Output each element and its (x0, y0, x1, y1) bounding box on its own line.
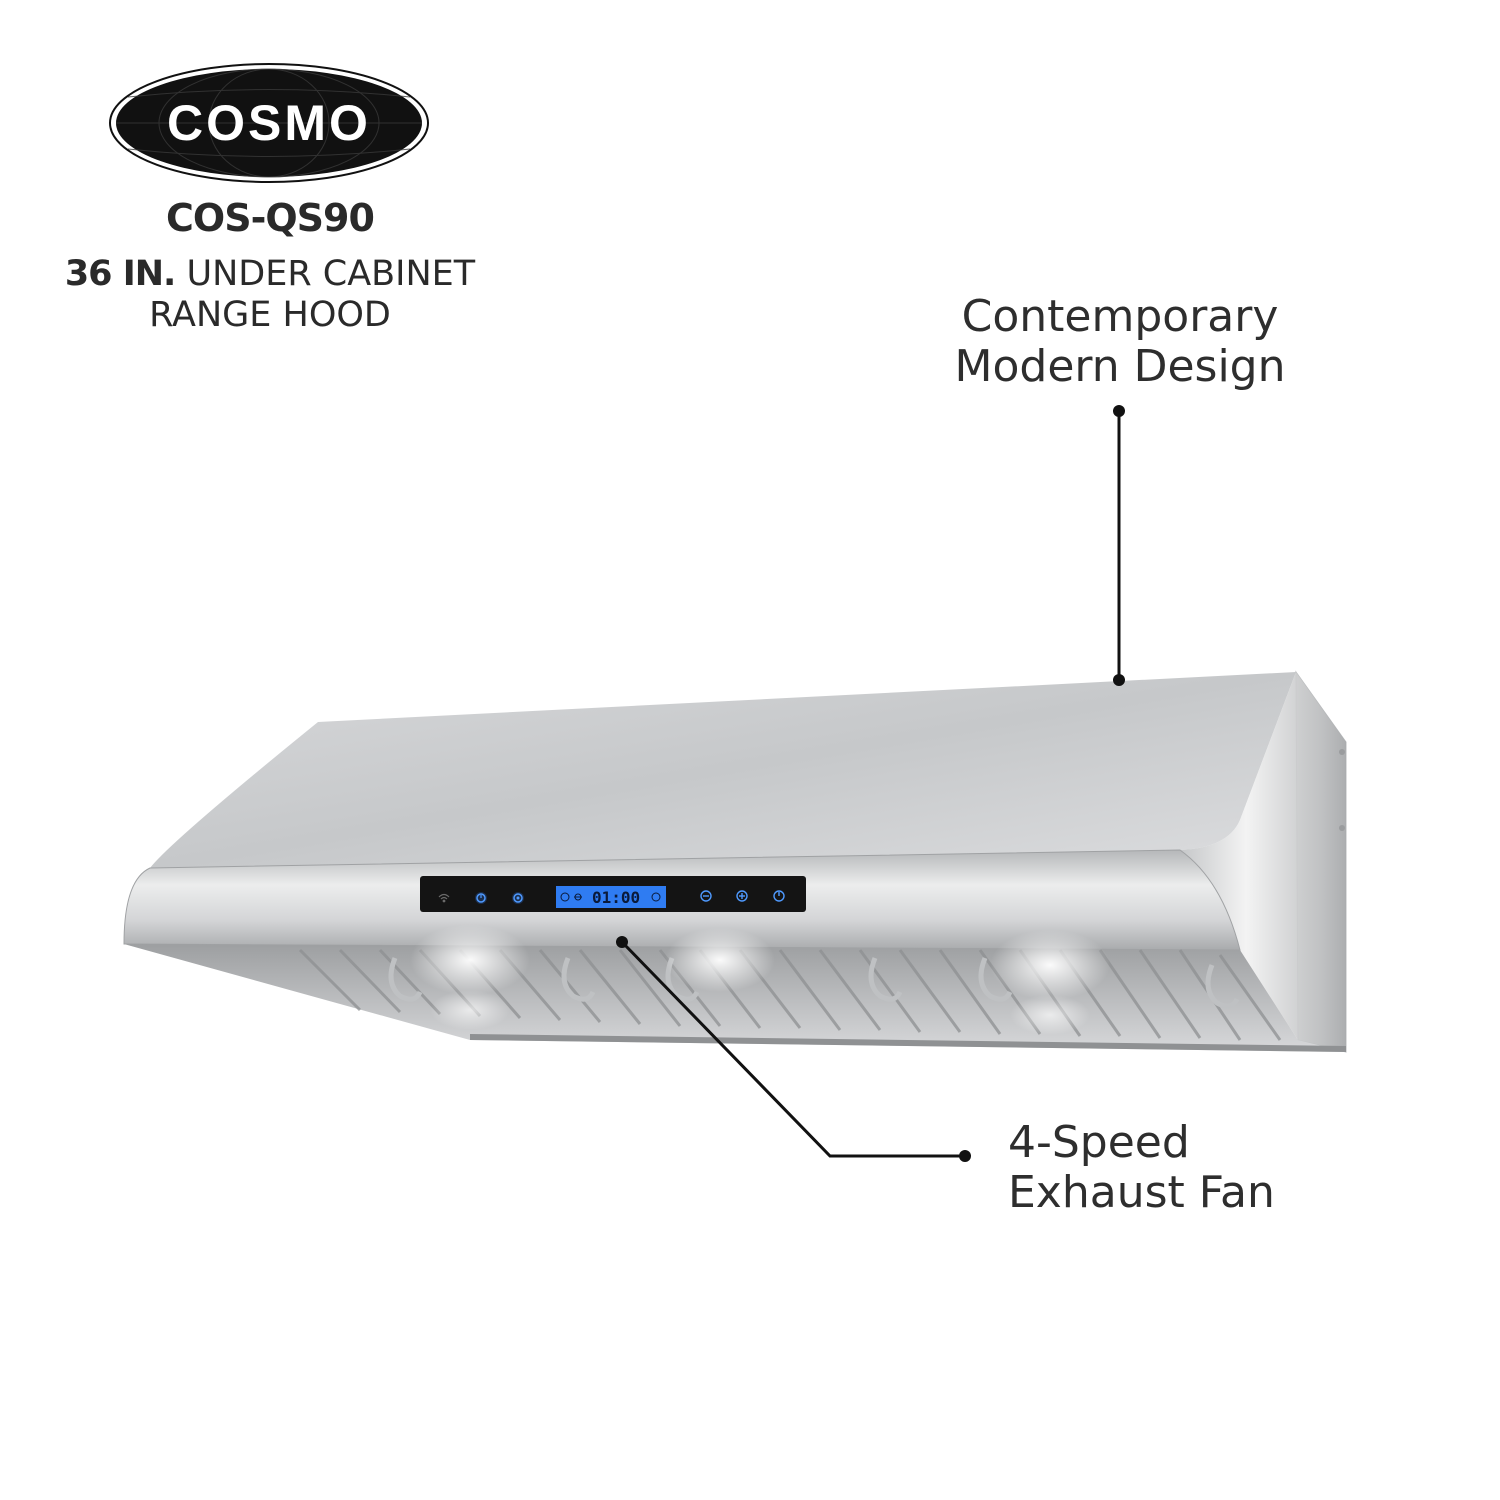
filter-handles (388, 957, 1240, 1009)
power-button[interactable] (773, 890, 785, 902)
led-light-2 (665, 928, 775, 992)
light-button[interactable] (512, 892, 524, 904)
cosmo-logo-graphic: COSMO (109, 63, 429, 183)
product-size: 36 IN. (64, 254, 177, 294)
speed-down-button[interactable] (700, 890, 712, 902)
control-panel: 01:00 (420, 876, 806, 912)
product-size-line: 36 IN. UNDER CABINET (0, 254, 540, 295)
fan-speed-icon (574, 893, 582, 901)
callout-fan-line1: 4-Speed (1008, 1117, 1190, 1168)
control-display (556, 886, 666, 908)
led-light-1 (410, 925, 530, 995)
callout-fan: 4-Speed Exhaust Fan (1008, 1118, 1388, 1218)
speed-up-button[interactable] (736, 890, 748, 902)
power-icon-display (651, 892, 661, 902)
callout-fan-line2: Exhaust Fan (1008, 1167, 1275, 1218)
model-number: COS-QS90 (166, 196, 375, 240)
product-type-line2: RANGE HOOD (149, 295, 391, 335)
hood-top-surface (150, 672, 1296, 868)
led-light-5 (1010, 995, 1090, 1035)
leader-bottom (616, 936, 971, 1162)
leader-top (1113, 405, 1125, 686)
side-screw-bottom (1339, 825, 1345, 831)
logo-text: COSMO (167, 95, 371, 151)
brand-logo: COSMO (108, 62, 430, 184)
callout-design-line2: Modern Design (954, 341, 1286, 392)
clock-icon (560, 892, 570, 902)
led-light-4 (430, 990, 510, 1030)
wifi-icon (438, 893, 450, 903)
hood-right-curve (1180, 672, 1346, 1052)
callout-design: Contemporary Modern Design (905, 292, 1335, 392)
timer-button[interactable] (475, 892, 487, 904)
product-description: 36 IN. UNDER CABINET RANGE HOOD (0, 254, 540, 336)
led-light-3 (990, 930, 1110, 1000)
hood-bottom-trim (470, 1034, 1346, 1052)
product-type: UNDER CABINET (175, 254, 476, 294)
display-readout: 01:00 (592, 888, 640, 907)
callout-design-line1: Contemporary (961, 291, 1279, 342)
side-screw-top (1339, 749, 1345, 755)
